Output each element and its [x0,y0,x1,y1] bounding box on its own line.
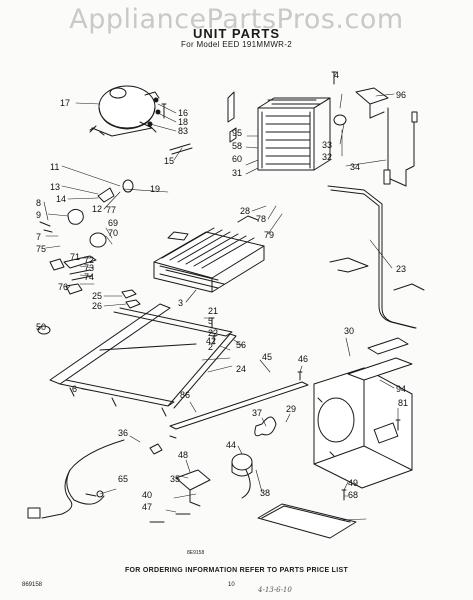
callout-42: 42 [206,336,216,346]
base-frame-illustration [37,303,237,417]
callout-15: 15 [164,156,174,166]
illustration-number: 8E9158 [187,550,205,556]
fan-motor-illustration [231,453,253,499]
callout-5: 5 [208,316,213,326]
callout-35: 35 [170,474,180,484]
callout-17: 17 [60,98,70,108]
callout-25: 25 [92,291,102,301]
callout-7: 7 [36,232,41,242]
callout-28: 28 [240,206,250,216]
compressor-illustration [89,85,161,137]
callout-3: 3 [178,298,183,308]
callout-33: 33 [322,140,332,150]
diagram-subtitle: For Model EED 191MMWR-2 [181,40,292,49]
callout-58: 58 [232,141,242,151]
evaporator-coil-illustration [153,215,265,293]
power-cord-illustration [27,439,125,519]
callout-26: 26 [92,301,102,311]
tubing-23-illustration [327,185,425,329]
cross-rail-illustration [169,381,309,430]
callout-45: 45 [262,352,272,362]
callout-22: 22 [208,328,218,338]
callout-71: 71 [70,252,80,262]
callout-68: 68 [348,490,358,500]
callout-14: 14 [56,194,66,204]
diagram-title: UNIT PARTS [192,26,281,41]
condenser-coil-illustration [257,97,331,171]
callout-12: 12 [92,204,102,214]
callout-38: 38 [260,488,270,498]
callout-75: 75 [36,244,46,254]
callout-49: 49 [348,478,358,488]
callout-29: 29 [286,404,296,414]
page-number: 10 [228,582,235,588]
callout-19: 19 [150,184,160,194]
callout-94: 94 [396,384,406,394]
callout-11: 11 [50,162,59,172]
callout-60: 60 [232,154,242,164]
callout-4: 4 [334,70,339,80]
handwritten-note: 4-13-6-10 [258,586,292,594]
callout-31: 31 [232,168,242,178]
callout-50: 50 [36,322,46,332]
fan-blade-illustration [254,416,277,437]
callout-72: 72 [84,255,94,265]
drain-tray-illustration [257,503,357,539]
callout-56: 56 [236,340,246,350]
callout-76: 76 [58,282,68,292]
callout-77: 77 [106,205,116,215]
callout-16: 16 [178,108,188,118]
callout-86: 86 [180,390,190,400]
callout-69: 69 [108,218,118,228]
callout-44: 44 [226,440,236,450]
callout-23: 23 [396,264,406,274]
callout-32: 32 [322,152,332,162]
callout-78: 78 [256,214,266,224]
callout-40: 40 [142,490,152,500]
callout-47: 47 [142,502,152,512]
callout-37: 37 [252,408,262,418]
callout-96: 96 [396,90,406,100]
callout-18: 18 [178,117,188,127]
callout-83: 83 [178,126,188,136]
callout-48: 48 [178,450,188,460]
callout-74: 74 [84,272,94,282]
callout-65: 65 [118,474,128,484]
callout-2: 2 [208,342,213,352]
capillary-tube-illustration [387,107,415,187]
callout-73: 73 [84,263,94,273]
watermark: AppliancePartsPros.com [69,4,404,35]
callout-46: 46 [298,354,308,364]
callout-36: 36 [118,428,128,438]
callout-79: 79 [264,230,274,240]
callout-81: 81 [398,398,408,408]
ordering-info-footer: FOR ORDERING INFORMATION REFER TO PARTS … [124,567,349,574]
callout-34: 34 [350,162,360,172]
fan-shroud-illustration [313,367,413,489]
callout-21: 21 [208,306,218,316]
callout-95: 95 [232,128,242,138]
callout-9: 9 [36,210,41,220]
callout-8: 8 [36,198,41,208]
catalog-number: 869158 [22,582,43,588]
callout-70: 70 [108,228,118,238]
callout-24: 24 [236,364,246,374]
callout-13: 13 [50,182,60,192]
callout-30: 30 [344,326,354,336]
callout-6: 6 [72,384,77,394]
